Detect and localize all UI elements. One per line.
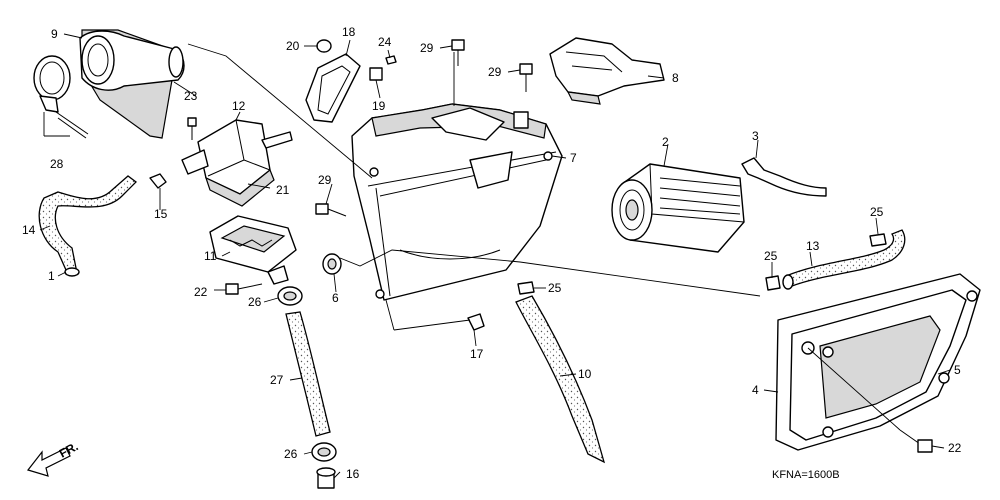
clip-part-25-c xyxy=(517,281,535,295)
callout-27: 27 xyxy=(270,373,284,387)
callout-25-mid: 25 xyxy=(548,281,562,295)
callout-18: 18 xyxy=(342,25,356,39)
callout-3: 3 xyxy=(752,129,759,143)
bolt-part-29-c xyxy=(315,203,347,217)
callout-26-upper: 26 xyxy=(248,295,262,309)
bolt-part-29-b xyxy=(519,63,533,92)
intake-duct-part-9 xyxy=(79,29,185,139)
callout-10: 10 xyxy=(578,367,592,381)
clamp-band-part-28 xyxy=(33,55,89,139)
callout-1: 1 xyxy=(48,269,55,283)
grommet-part-6 xyxy=(322,253,342,275)
callout-5: 5 xyxy=(954,363,961,377)
clip-part-17 xyxy=(467,313,485,331)
callout-20: 20 xyxy=(286,39,300,53)
callout-11: 11 xyxy=(204,249,217,263)
air-cleaner-case-part-7 xyxy=(351,103,563,301)
drain-tube-part-27 xyxy=(285,311,331,437)
breather-hose-part-14 xyxy=(38,175,137,277)
callout-labels: 9 28 14 1 23 12 15 21 11 22 26 27 26 16 … xyxy=(22,25,962,481)
clip-part-24 xyxy=(385,55,397,65)
grommet-part-20 xyxy=(316,39,332,53)
screw-part-23 xyxy=(187,117,197,140)
callout-2: 2 xyxy=(662,135,669,149)
callout-19: 19 xyxy=(372,99,386,113)
plug-part-16 xyxy=(316,467,336,489)
air-filter-element-part-2 xyxy=(611,163,745,253)
callout-22-right: 22 xyxy=(948,441,962,455)
callout-9: 9 xyxy=(51,27,58,41)
air-cleaner-cover-part-5 xyxy=(789,289,978,441)
callout-6: 6 xyxy=(332,291,339,305)
callout-25-left: 25 xyxy=(764,249,778,263)
callout-16: 16 xyxy=(346,467,360,481)
bolt-part-29-a xyxy=(451,39,465,66)
clamp-part-26-lower xyxy=(311,442,337,462)
callout-21: 21 xyxy=(276,183,290,197)
assembly-lines xyxy=(187,43,901,431)
callout-24: 24 xyxy=(378,35,392,49)
callout-12: 12 xyxy=(232,99,246,113)
leader-lines xyxy=(39,33,951,479)
callout-14: 14 xyxy=(22,223,36,237)
front-direction-arrow: FR. xyxy=(26,439,80,477)
callout-29-c: 29 xyxy=(318,173,332,187)
callout-4: 4 xyxy=(752,383,759,397)
holder-part-18 xyxy=(305,53,361,123)
callout-28: 28 xyxy=(50,157,64,171)
band-part-3 xyxy=(741,157,827,197)
callout-13: 13 xyxy=(806,239,820,253)
breather-separator-part-12 xyxy=(181,119,293,207)
hose-part-13 xyxy=(782,229,906,290)
clip-part-15 xyxy=(149,173,167,189)
callout-29-b: 29 xyxy=(488,65,502,79)
clip-part-25-b xyxy=(765,275,781,291)
nut-part-19 xyxy=(369,67,383,81)
callout-29-a: 29 xyxy=(420,41,434,55)
callout-8: 8 xyxy=(672,71,679,85)
clip-part-25-a xyxy=(869,233,887,247)
callout-17: 17 xyxy=(470,347,484,361)
callout-25-right: 25 xyxy=(870,205,884,219)
breather-case-part-11 xyxy=(209,215,297,285)
clamp-part-26-upper xyxy=(277,286,303,306)
diagram-code: KFNA=1600B xyxy=(772,469,840,481)
callout-26-lower: 26 xyxy=(284,447,298,461)
bolt-part-22-left xyxy=(225,283,263,295)
callout-15: 15 xyxy=(154,207,168,221)
callout-22-left: 22 xyxy=(194,285,208,299)
intake-cover-part-8 xyxy=(549,37,665,105)
callout-7: 7 xyxy=(570,151,577,165)
drain-tube-part-10 xyxy=(515,295,606,464)
bolt-part-22-right xyxy=(899,429,933,453)
callout-23: 23 xyxy=(184,89,198,103)
